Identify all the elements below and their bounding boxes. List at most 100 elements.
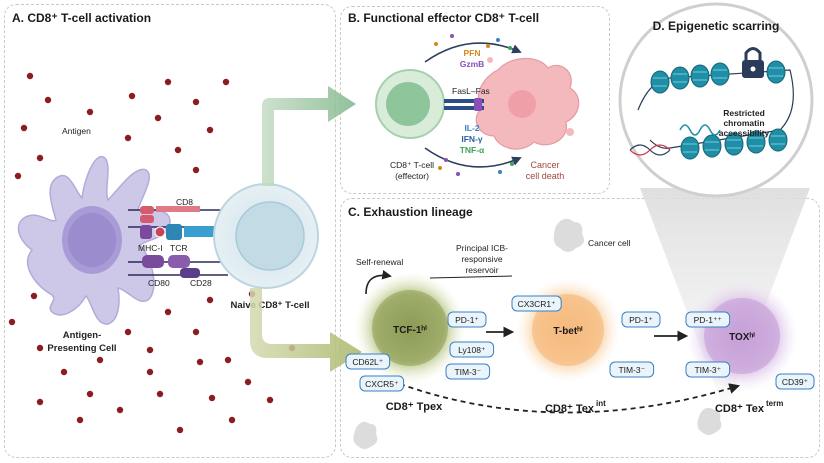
pill-pd1-tpex-text: PD-1⁺ xyxy=(455,315,479,325)
fasl-fas-label: FasL–Fas xyxy=(452,86,490,96)
antigen-dot xyxy=(30,292,38,300)
antigen-dot xyxy=(176,426,184,434)
antigen-dot xyxy=(36,344,44,352)
fasl-fas-interaction xyxy=(444,98,484,111)
nucleosome xyxy=(690,64,710,88)
antigen-dot xyxy=(192,98,200,106)
nucleosome xyxy=(766,60,786,84)
tpex-label: CD8⁺ Tpex xyxy=(386,401,443,413)
ifn-label: IFN-γ xyxy=(461,134,483,144)
antigen-dot xyxy=(156,390,164,398)
cd80-molecule xyxy=(142,255,164,268)
pill-tim3-tpex-text: TIM-3⁻ xyxy=(454,367,481,377)
tcr-molecule xyxy=(166,224,182,240)
granule-dot xyxy=(434,42,438,46)
nucleosome xyxy=(746,130,766,154)
antigen-dot xyxy=(196,358,204,366)
pill-tim3-tint-text: TIM-3⁻ xyxy=(618,365,645,375)
arrow-to-exhaustion xyxy=(250,288,362,372)
effector-t-cell xyxy=(375,69,445,139)
effector-label-line1: CD8⁺ T-cell xyxy=(390,160,434,170)
tpex-core-label: TCF-1ʰⁱ xyxy=(393,324,427,336)
pill-pd1-tint: PD-1⁺ xyxy=(621,311,661,328)
antigen-dot xyxy=(266,396,274,404)
antigen-dot xyxy=(116,406,124,414)
pill-pd1-tterm-text: PD-1⁺⁺ xyxy=(694,315,723,325)
naive-t-cell xyxy=(213,183,319,289)
pill-tim3-tpex: TIM-3⁻ xyxy=(445,363,491,380)
pill-cx3cr1-tint: CX3CR1⁺ xyxy=(511,295,562,312)
antigen-dot xyxy=(20,124,28,132)
cd8-molecule-a xyxy=(140,206,154,214)
pill-pd1-tterm: PD-1⁺⁺ xyxy=(685,311,731,328)
pill-cx3cr1-tint-text: CX3CR1⁺ xyxy=(518,299,557,309)
il2-label: IL-2 xyxy=(464,123,479,133)
cancer-cell-dying xyxy=(475,57,580,150)
cd28-label: CD28 xyxy=(190,278,212,288)
tcr-label: TCR xyxy=(170,243,187,253)
icb-label-line2: responsive xyxy=(461,254,502,264)
icb-label-line3: reservoir xyxy=(465,265,498,275)
antigen-dot xyxy=(86,108,94,116)
chromatin-coil xyxy=(679,124,721,136)
icb-pointer-line xyxy=(429,275,513,279)
antigen-dot xyxy=(26,72,34,80)
antigen-dot xyxy=(174,146,182,154)
antigen-dot xyxy=(96,356,104,364)
apc-label-line1: Antigen- xyxy=(63,330,102,341)
pill-pd1-tpex: PD-1⁺ xyxy=(447,311,487,328)
self-renewal-arrow xyxy=(365,270,392,295)
cd28-molecule xyxy=(180,268,200,278)
antigen-dot xyxy=(8,318,16,326)
antigen-dot xyxy=(146,346,154,354)
tint-label: CD8⁺ Tex xyxy=(545,403,595,415)
pill-pd1-tint-text: PD-1⁺ xyxy=(629,315,653,325)
pill-ly108-tpex-text: Ly108⁺ xyxy=(458,345,486,355)
antigen-dot xyxy=(192,166,200,174)
pill-cxcr5-tpex: CXCR5⁺ xyxy=(359,375,405,392)
nucleosome xyxy=(650,70,670,94)
antigen-dot xyxy=(36,154,44,162)
cell-death-label-line2: cell death xyxy=(526,171,565,181)
tnf-label: TNF-α xyxy=(460,145,485,155)
cytokine-arrow xyxy=(424,147,522,168)
granule-dot xyxy=(450,34,454,38)
pill-cd62l-tpex: CD62L⁺ xyxy=(345,353,391,370)
epigenetic-label-line3: accessibility xyxy=(719,128,770,138)
antigen-dot xyxy=(224,356,232,364)
icb-label-line1: Principal ICB- xyxy=(456,243,508,253)
panel-c-title: C. Exhaustion lineage xyxy=(348,205,473,219)
granule-dot xyxy=(456,172,460,176)
cell-death-label-line1: Cancer xyxy=(530,160,559,170)
antigen-dot xyxy=(76,416,84,424)
panel-b-title: B. Functional effector CD8⁺ T-cell xyxy=(348,11,539,25)
peptide xyxy=(154,226,166,238)
effector-label-line2: (effector) xyxy=(395,171,429,181)
pill-cxcr5-tpex-text: CXCR5⁺ xyxy=(365,379,399,389)
apc-label-line2: Presenting Cell xyxy=(47,343,116,354)
chromatin-fiber xyxy=(637,60,794,160)
nucleosome xyxy=(670,66,690,90)
antigen-dot xyxy=(206,126,214,134)
cancer-cell-silhouettes xyxy=(353,218,722,449)
antigen-dots xyxy=(8,72,296,434)
panel-a-frame xyxy=(4,4,336,458)
antigen-dot xyxy=(86,390,94,398)
tterm-core-label: TOXʰⁱ xyxy=(729,331,755,343)
tint-core-label: T-betʰⁱ xyxy=(553,325,583,337)
tterm-label-sup: term xyxy=(766,399,783,408)
antigen-dot xyxy=(44,96,52,104)
pfn-label: PFN xyxy=(464,48,481,58)
granule-dot xyxy=(498,170,502,174)
antigen-dot xyxy=(146,368,154,376)
antigen-dot xyxy=(128,92,136,100)
nucleosome xyxy=(768,128,788,152)
pill-cd62l-tpex-text: CD62L⁺ xyxy=(352,357,383,367)
granule-dot xyxy=(510,162,514,166)
pill-cd39-tterm: CD39⁺ xyxy=(775,373,815,390)
granule-dots xyxy=(434,34,514,176)
antigen-label: Antigen xyxy=(62,126,91,136)
granule-dot xyxy=(486,44,490,48)
antigen-dot xyxy=(208,394,216,402)
